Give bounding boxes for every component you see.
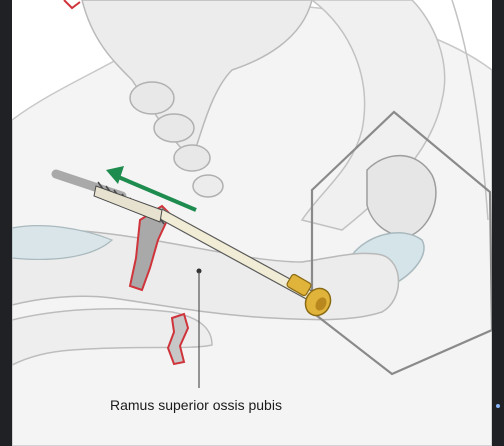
coccyx-segment	[193, 175, 223, 197]
pelvis-illustration	[12, 0, 492, 446]
acetabulum	[367, 156, 436, 236]
figure-panel: Ramus superior ossis pubis	[12, 0, 492, 446]
fracture-line-top	[64, 0, 80, 8]
edge-indicator	[496, 404, 500, 408]
structure-label: Ramus superior ossis pubis	[110, 397, 282, 413]
coccyx-segment	[130, 82, 174, 114]
coccyx-segment	[174, 145, 210, 171]
coccyx-segment	[154, 114, 194, 142]
